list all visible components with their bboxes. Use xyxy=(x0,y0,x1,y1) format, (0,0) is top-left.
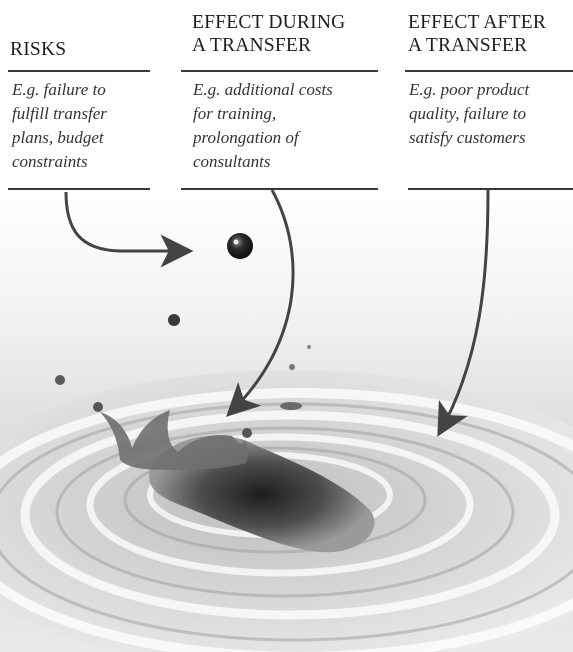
divider xyxy=(8,188,150,190)
description-line: quality, failure to xyxy=(409,104,526,123)
heading-line: EFFECT AFTER xyxy=(408,12,547,33)
effect-after-description: E.g. poor product quality, failure to sa… xyxy=(409,78,569,150)
divider xyxy=(181,188,378,190)
droplet xyxy=(55,375,65,385)
description-line: prolongation of xyxy=(193,128,299,147)
droplet xyxy=(307,345,311,349)
effect-after-heading: EFFECT AFTER A TRANSFER xyxy=(408,11,573,57)
divider xyxy=(8,70,150,72)
divider xyxy=(408,188,573,190)
droplet xyxy=(242,428,252,438)
description-line: consultants xyxy=(193,152,271,171)
after-transfer-arrow xyxy=(437,189,490,437)
effect-during-description: E.g. additional costs for training, prol… xyxy=(193,78,388,174)
heading-line: EFFECT DURING xyxy=(192,12,346,33)
effect-during-heading: EFFECT DURING A TRANSFER xyxy=(192,11,392,57)
description-line: for training, xyxy=(193,104,277,123)
falling-drop xyxy=(227,233,253,259)
heading-line: A TRANSFER xyxy=(192,35,312,56)
description-line: plans, budget xyxy=(12,128,104,147)
description-line: satisfy customers xyxy=(409,128,526,147)
divider xyxy=(181,70,378,72)
description-line: E.g. additional costs xyxy=(193,80,333,99)
heading-line: A TRANSFER xyxy=(408,35,528,56)
droplet xyxy=(93,402,103,412)
risks-description: E.g. failure to fulfill transfer plans, … xyxy=(12,78,182,174)
description-line: constraints xyxy=(12,152,88,171)
description-line: E.g. poor product xyxy=(409,80,530,99)
droplet xyxy=(289,364,295,370)
droplet xyxy=(280,402,302,410)
during-transfer-arrow xyxy=(226,189,295,417)
divider xyxy=(405,70,573,72)
risks-heading: RISKS xyxy=(10,38,66,61)
risks-arrow xyxy=(64,191,194,268)
splash-crown xyxy=(100,410,249,470)
droplet xyxy=(168,314,180,326)
description-line: fulfill transfer xyxy=(12,104,107,123)
description-line: E.g. failure to xyxy=(12,80,106,99)
heading-line: RISKS xyxy=(10,39,67,60)
